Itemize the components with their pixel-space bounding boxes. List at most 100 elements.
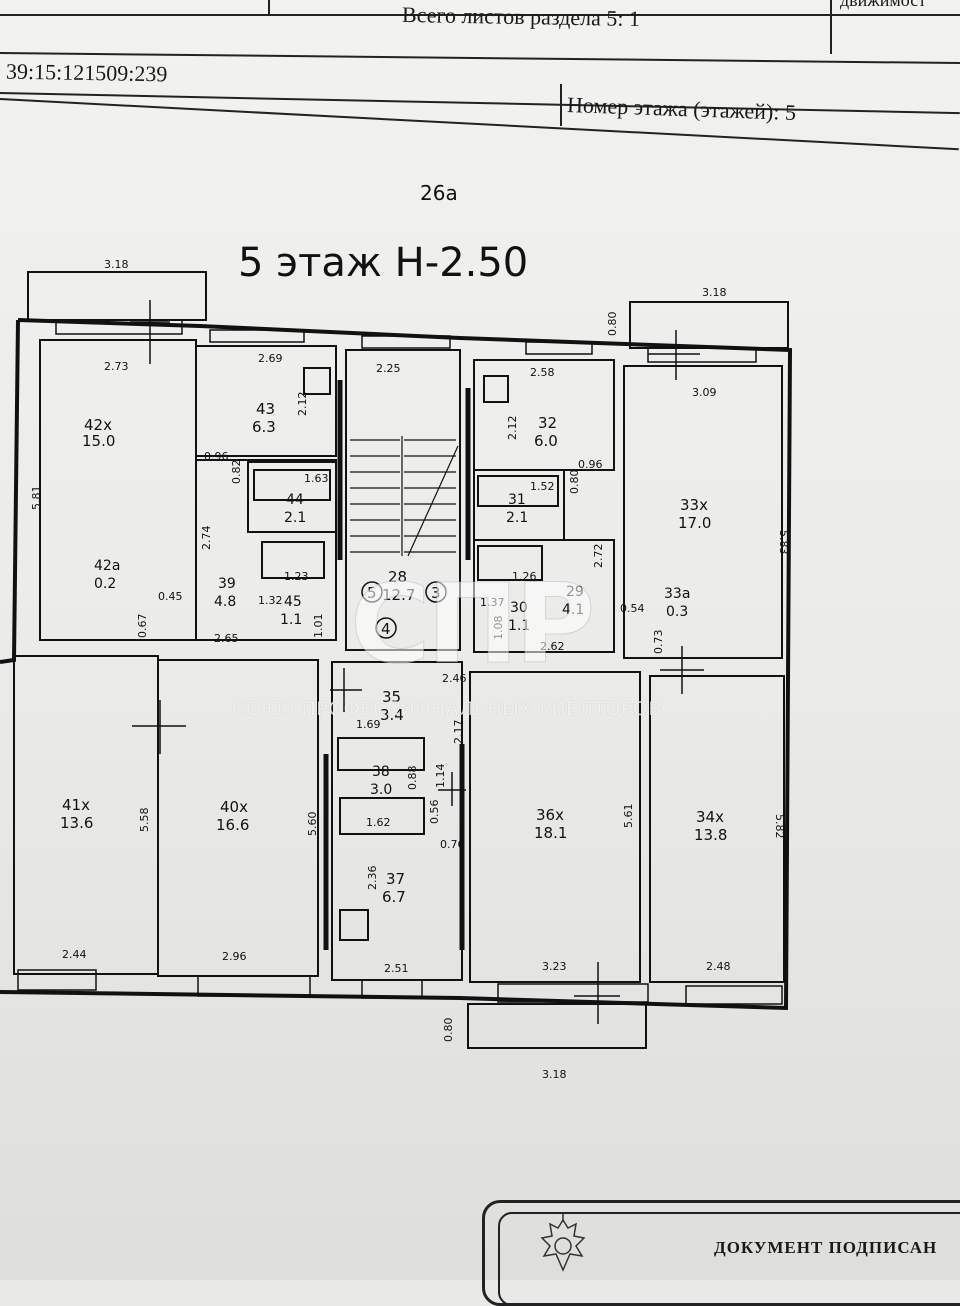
bathtub-31: [477, 475, 559, 507]
room-id: 39: [218, 576, 236, 592]
dim: 2.51: [384, 962, 409, 975]
dim: 2.12: [296, 392, 309, 417]
room-id: 44: [286, 492, 304, 508]
room-id: 40x: [220, 798, 248, 816]
room-area: 15.0: [82, 432, 115, 450]
room-area: 6.3: [252, 418, 276, 436]
room-28-stair: [345, 349, 461, 651]
bathtub-44: [253, 469, 331, 501]
watermark-text: СОЮЗ ПРОФЕССИОНАЛЬНЫХ РИЕЛТОРОВ: [232, 698, 662, 720]
dim: 1.32: [258, 594, 283, 607]
room-area: 3.4: [380, 706, 404, 724]
stove-43: [303, 367, 331, 395]
corner-fragment: движимост: [840, 0, 927, 10]
stair-mark-4: 4: [381, 620, 391, 638]
dim: 1.37: [480, 596, 505, 609]
dim: 2.17: [452, 720, 465, 745]
dim: 0.56: [428, 800, 441, 825]
dim: 0.80: [568, 470, 581, 495]
room-id: 31: [508, 492, 526, 508]
dim: 1.52: [530, 480, 555, 493]
dim: 1.69: [356, 718, 381, 731]
room-id: 33x: [680, 496, 708, 514]
windows: [17, 319, 783, 1005]
dim: 3.09: [692, 386, 717, 399]
dim: 2.96: [222, 950, 247, 963]
fixture-30: [477, 545, 543, 581]
room-area: 18.1: [534, 824, 567, 842]
dim: 2.44: [62, 948, 87, 961]
room-34x: [649, 675, 785, 983]
dim: 5.82: [773, 814, 786, 839]
dim: 0.54: [620, 602, 645, 615]
room-id: 37: [386, 870, 405, 888]
room-29: [473, 539, 615, 653]
room-39: [195, 459, 337, 641]
room-area: 2.1: [506, 510, 528, 526]
room-labels: 42x 15.0 43 6.3 44 2.1 42a 0.2 39 4.8 45…: [60, 400, 727, 906]
dimension-labels: 3.18 3.18 2.73 2.69 2.25 2.58 3.09 0.80 …: [30, 258, 790, 1081]
room-area: 4.1: [562, 602, 584, 618]
dim: 2.73: [104, 360, 129, 373]
dim: 0.82: [230, 460, 243, 485]
room-area: 4.8: [214, 594, 236, 610]
watermark-logo: СПР: [349, 560, 595, 689]
stair-mark-5: 5: [367, 584, 377, 602]
dim: 0.67: [136, 614, 149, 639]
room-area: 12.7: [382, 586, 415, 604]
dim: 2.69: [258, 352, 283, 365]
room-id: 34x: [696, 808, 724, 826]
dim: 2.72: [592, 544, 605, 569]
section-marks: [130, 300, 704, 1024]
header-divider-2: [830, 0, 832, 54]
room-33x: [623, 365, 783, 659]
room-area: 17.0: [678, 514, 711, 532]
dim: 5.83: [777, 530, 790, 555]
dim: 5.60: [306, 812, 319, 837]
dim: 0.88: [406, 766, 419, 791]
room-area: 0.2: [94, 576, 116, 592]
balcony-bottom: [467, 1003, 647, 1049]
room-36x: [469, 671, 641, 983]
room-43: [195, 345, 337, 457]
dim: 2.74: [200, 526, 213, 551]
room-area: 13.6: [60, 814, 93, 832]
room-id: 35: [382, 688, 401, 706]
header-line-top: [0, 14, 960, 16]
fixture-45: [261, 541, 325, 579]
dim: 1.63: [304, 472, 329, 485]
room-id: 41x: [62, 796, 90, 814]
stair-mark-3: 3: [431, 584, 441, 602]
dim: 3.18: [104, 258, 129, 271]
header-divider-3: [560, 84, 562, 126]
dim: 1.23: [284, 570, 309, 583]
room-area: 2.1: [284, 510, 306, 526]
dim: 3.23: [542, 960, 567, 973]
signed-document-label: ДОКУМЕНТ ПОДПИСАН: [714, 1238, 938, 1257]
stove-32: [483, 375, 509, 403]
dim: 2.48: [706, 960, 731, 973]
dim: 1.26: [512, 570, 537, 583]
room-id: 38: [372, 764, 390, 780]
dim: 2.12: [506, 416, 519, 441]
coat-of-arms-icon: [540, 1214, 586, 1272]
dim: 0.80: [442, 1018, 455, 1043]
stairs: [350, 436, 459, 557]
outer-wall: [0, 318, 793, 1011]
room-area: 6.7: [382, 888, 406, 906]
dim: 1.62: [366, 816, 391, 829]
dim: 0.73: [652, 630, 665, 655]
dim: 5.61: [622, 804, 635, 829]
bathtub-38: [339, 797, 425, 835]
dim: 0.45: [158, 590, 183, 603]
outer-wall-left: [0, 319, 20, 664]
dim: 5.81: [30, 486, 43, 511]
balcony-top-right: [629, 301, 789, 349]
room-id: 30: [510, 600, 528, 616]
dim: 2.58: [530, 366, 555, 379]
fixture-38: [337, 737, 425, 771]
room-area: 0.3: [666, 604, 688, 620]
dim: 2.65: [214, 632, 239, 645]
room-area: 3.0: [370, 782, 392, 798]
